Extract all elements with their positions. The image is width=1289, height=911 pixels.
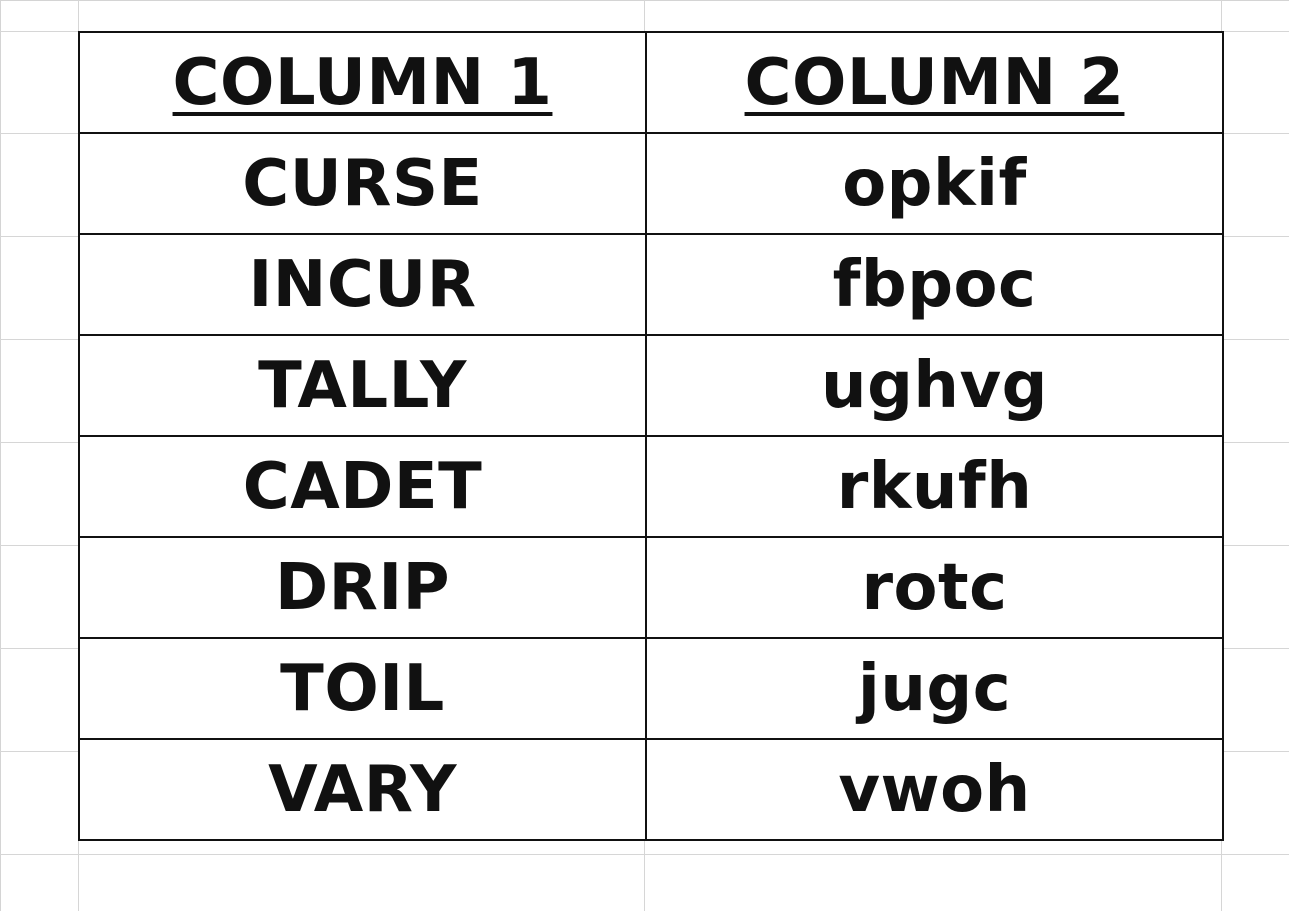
table-cell[interactable]: CADET [78,435,647,538]
table-cell[interactable]: rotc [645,536,1224,639]
spreadsheet-table: COLUMN 1 COLUMN 2 CURSE opkif INCUR fbpo… [78,31,1224,841]
table-cell[interactable]: opkif [645,132,1224,235]
table-cell[interactable]: rkufh [645,435,1224,538]
table-cell[interactable]: DRIP [78,536,647,639]
table-cell[interactable]: VARY [78,738,647,841]
table-cell[interactable]: vwoh [645,738,1224,841]
sheet-gridline [0,854,1289,855]
table-cell[interactable]: INCUR [78,233,647,336]
table-row: INCUR fbpoc [78,233,1224,336]
table-cell[interactable]: fbpoc [645,233,1224,336]
header-row: COLUMN 1 COLUMN 2 [78,31,1224,134]
table-row: TALLY ughvg [78,334,1224,437]
table-row: DRIP rotc [78,536,1224,639]
header-label: COLUMN 2 [744,45,1125,120]
table-cell[interactable]: jugc [645,637,1224,740]
table-row: TOIL jugc [78,637,1224,740]
table-row: CURSE opkif [78,132,1224,235]
table-row: VARY vwoh [78,738,1224,841]
table-cell[interactable]: ughvg [645,334,1224,437]
header-cell-column-2[interactable]: COLUMN 2 [645,31,1224,134]
header-cell-column-1[interactable]: COLUMN 1 [78,31,647,134]
table-cell[interactable]: TALLY [78,334,647,437]
table-row: CADET rkufh [78,435,1224,538]
header-label: COLUMN 1 [172,45,553,120]
table-cell[interactable]: TOIL [78,637,647,740]
table-cell[interactable]: CURSE [78,132,647,235]
